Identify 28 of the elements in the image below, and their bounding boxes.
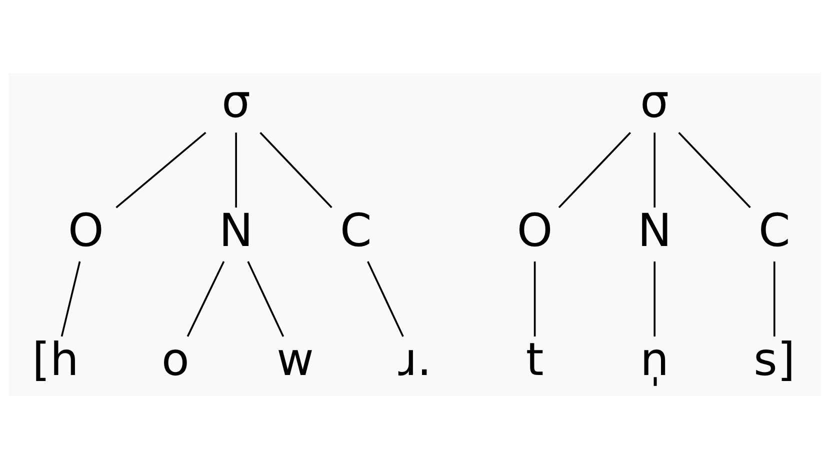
- connector: [654, 261, 656, 336]
- connector: [678, 131, 751, 208]
- connector: [260, 131, 332, 208]
- node-text: C: [758, 203, 790, 256]
- node-text: N: [638, 203, 672, 256]
- connector: [773, 261, 776, 336]
- node-text: C: [340, 203, 372, 256]
- node-text: w: [276, 332, 314, 386]
- connector: [247, 260, 284, 336]
- connector: [558, 131, 631, 208]
- node-text: σ: [222, 74, 250, 128]
- connector: [654, 132, 656, 208]
- node-text: O: [516, 203, 553, 256]
- connector: [534, 261, 536, 336]
- connector: [367, 260, 404, 336]
- node-text: o: [161, 332, 190, 386]
- node-text: σ: [640, 74, 670, 128]
- node-text: n̩: [640, 332, 670, 386]
- node-text: s]: [754, 332, 796, 386]
- connector: [60, 260, 81, 336]
- connector: [235, 132, 237, 208]
- connector: [116, 131, 206, 208]
- node-text: t: [526, 332, 544, 386]
- node-text: O: [68, 203, 104, 256]
- connector: [186, 260, 225, 336]
- node-text: N: [219, 203, 254, 256]
- node-text: ɹ.: [398, 332, 432, 386]
- node-text: [h: [32, 332, 79, 386]
